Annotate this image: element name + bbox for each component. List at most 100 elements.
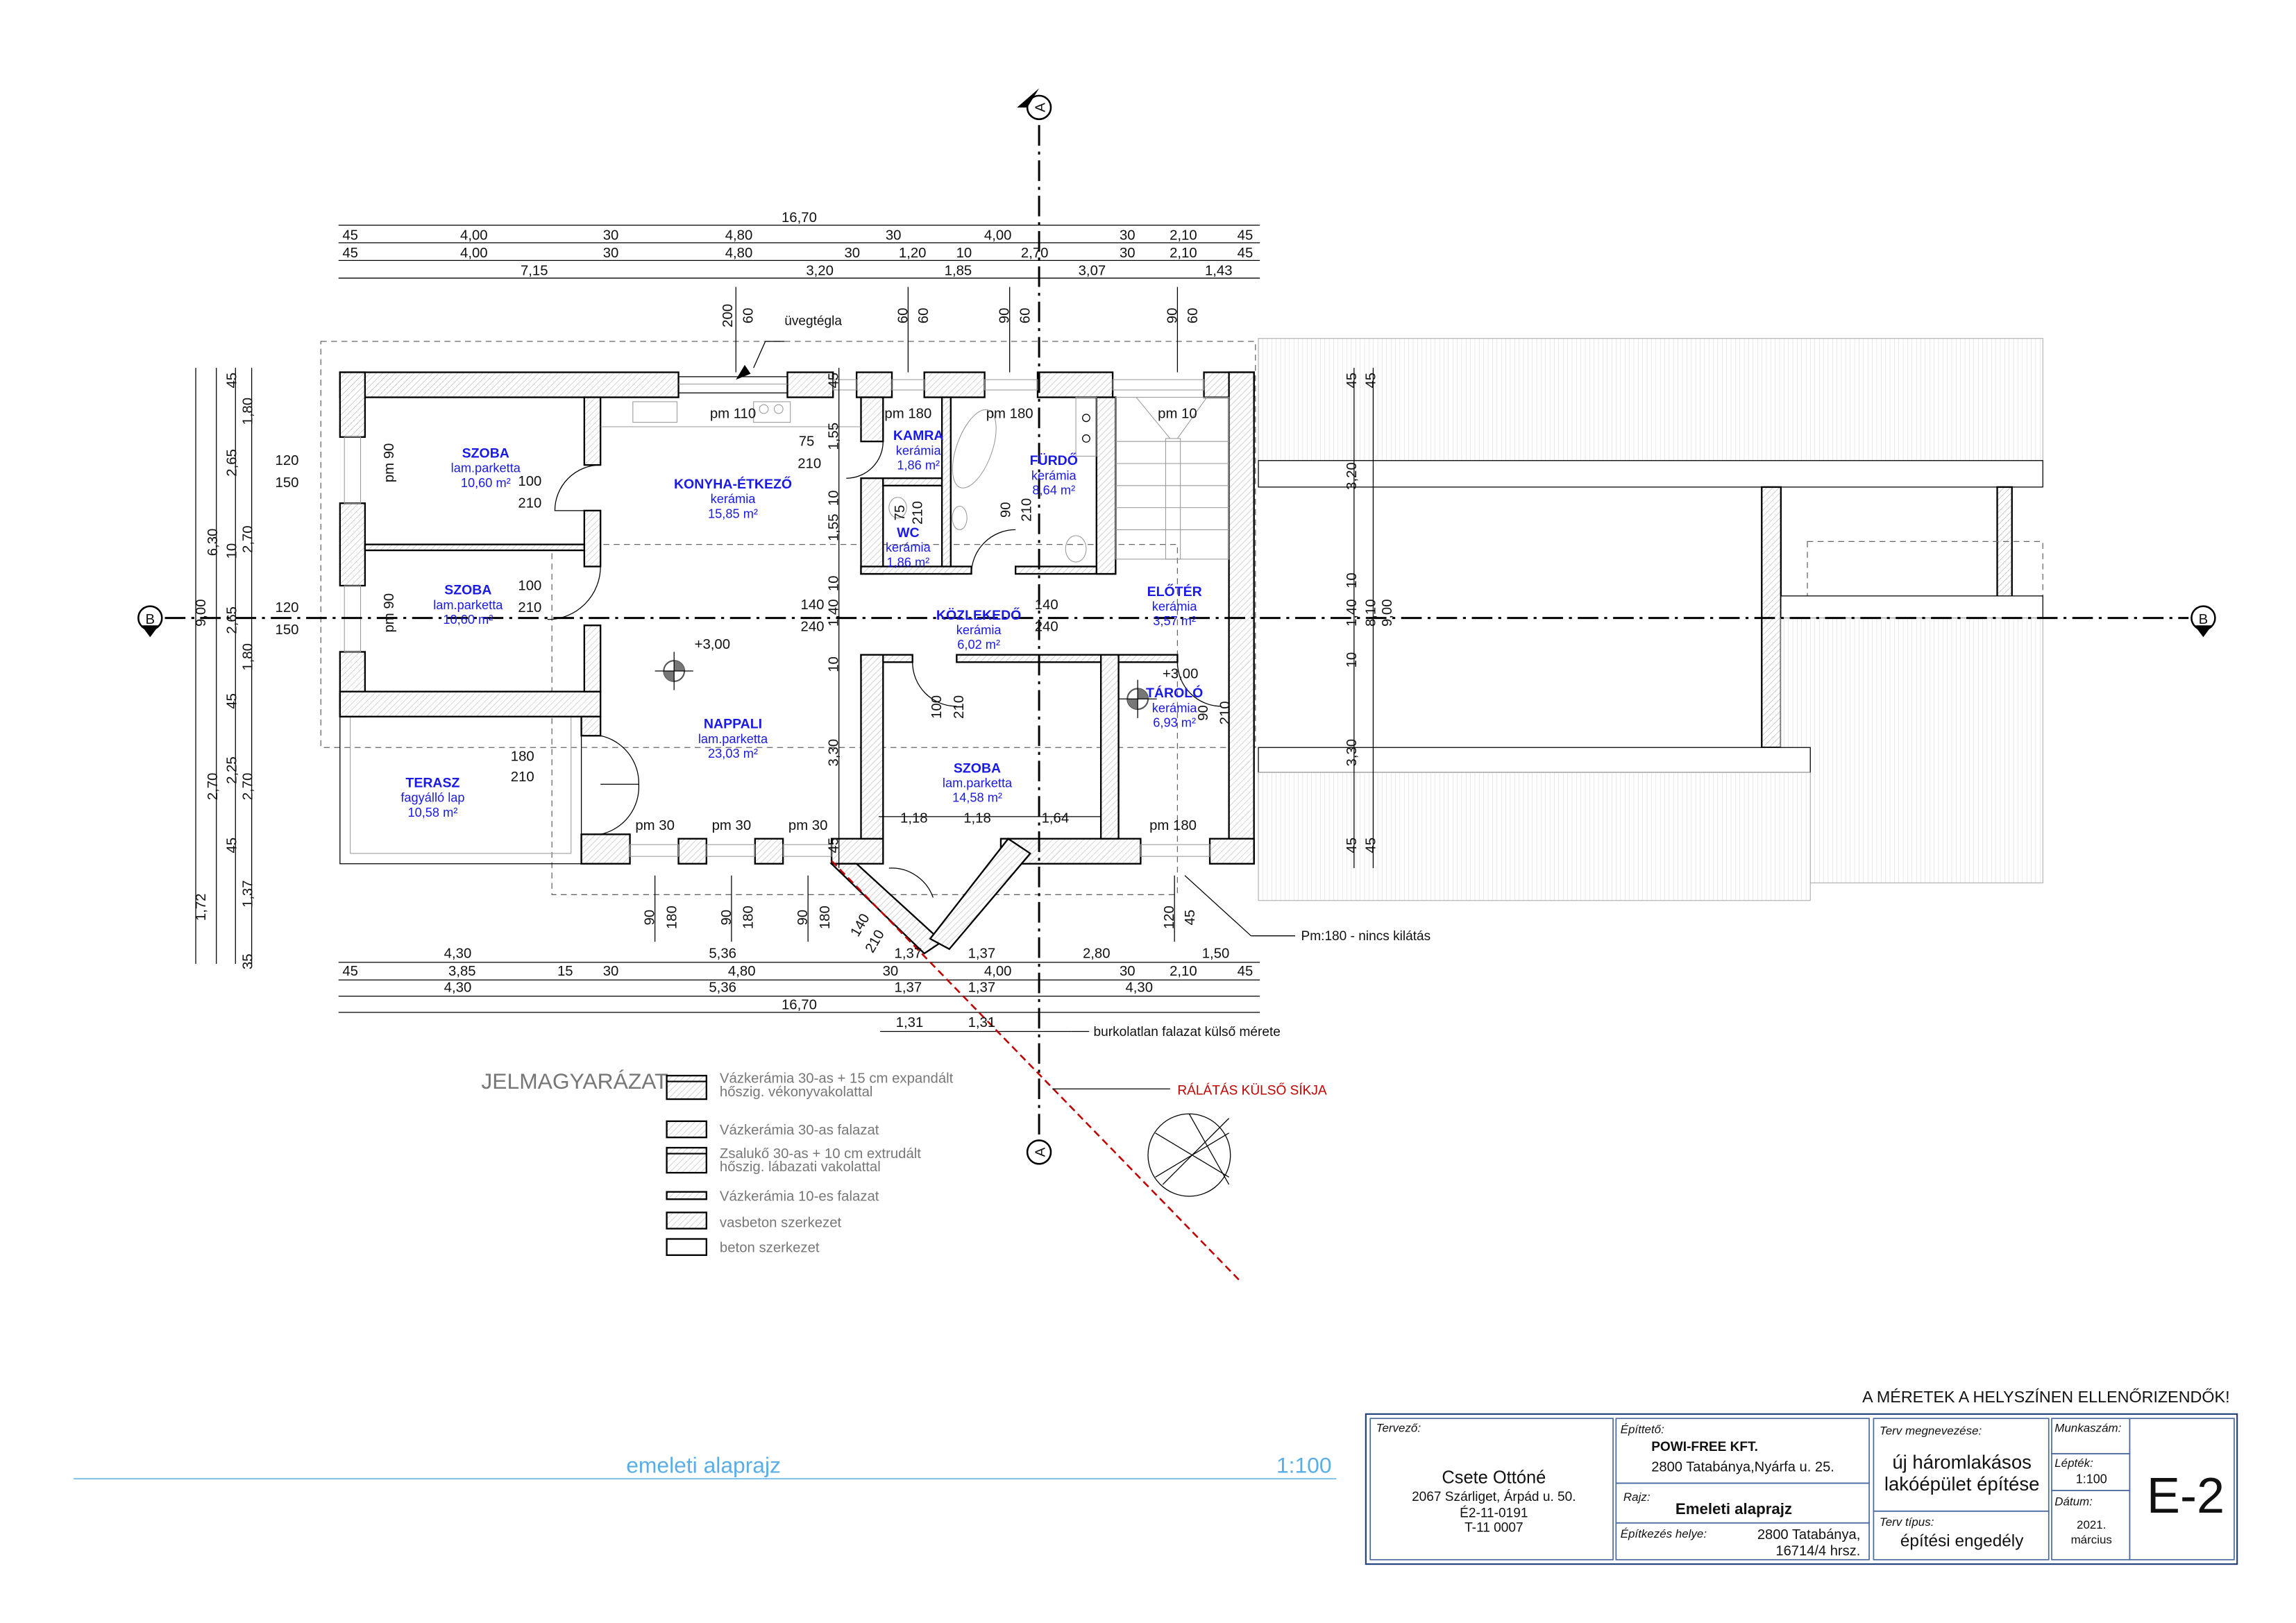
designer-reg1: É2-11-0191 (1460, 1506, 1528, 1520)
dimension-label: 45 (1238, 246, 1253, 261)
dimension-label: 10 (1344, 572, 1360, 588)
legend-swatch (666, 1191, 708, 1200)
section-plane-line (831, 860, 1240, 1281)
dimension-label: 30 (844, 246, 860, 261)
scale-label: Lépték: (2054, 1456, 2093, 1470)
opening-annotation: 210 (797, 456, 821, 471)
dimension-warning: A MÉRETEK A HELYSZÍNEN ELLENŐRIZENDŐK! (1862, 1388, 2229, 1406)
opening-label: 150 (276, 622, 299, 638)
opening-annotation: 210 (518, 600, 541, 615)
dimension-label: 1,85 (945, 264, 972, 279)
room-area: 10,60 m² (443, 612, 493, 627)
opening-annotation: 100 (518, 474, 541, 489)
view-note: Pm:180 - nincs kilátás (1301, 929, 1431, 944)
client-name: POWI-FREE KFT. (1651, 1440, 1758, 1454)
dimension-label: 2,70 (241, 525, 256, 553)
legend-item: Vázkerámia 30-as + 15 cm expandált (720, 1071, 954, 1087)
dimension-label: 90 (1165, 308, 1180, 324)
legend-title: JELMAGYARÁZAT: (481, 1069, 671, 1094)
room-area: 14,58 m² (952, 790, 1002, 805)
dimension-label: 60 (741, 308, 757, 324)
axis-b-marker-right: B (2191, 605, 2216, 638)
opening-annotation: 210 (1218, 701, 1233, 724)
opening-annotation: 210 (518, 496, 541, 511)
opening-label: 90 (643, 910, 658, 926)
dimension-label: 1,20 (899, 246, 927, 261)
dimension-label: 60 (1185, 308, 1201, 324)
type-label: Terv típus: (1880, 1515, 1934, 1529)
dimension-label: 4,80 (728, 964, 756, 979)
dimension-label: 7,15 (521, 264, 548, 279)
opening-annotation: 140 (801, 597, 825, 613)
dimension-label: 60 (895, 308, 911, 324)
dimension-label: 35 (241, 953, 256, 969)
dimension-label: 45 (224, 693, 239, 709)
dimension-label: 1,80 (241, 643, 256, 671)
dimension-label: 9,00 (194, 599, 209, 627)
dimension-label: 1,31 (968, 1015, 996, 1030)
opening-label: 120 (1162, 906, 1177, 929)
room-name: SZOBA (462, 446, 509, 461)
opening-annotation: 210 (1019, 498, 1034, 522)
dimension-label: 90 (997, 308, 1013, 324)
walls (339, 371, 1255, 955)
dimension-label: 30 (603, 228, 619, 244)
dimension-label: 2,70 (241, 773, 256, 801)
dimension-label: 30 (603, 246, 619, 261)
dimension-label: 30 (603, 964, 619, 979)
room-name: WC (897, 525, 920, 541)
dimension-label: 2,10 (1170, 228, 1197, 244)
room-area: 3,57 m² (1153, 613, 1196, 628)
dimension-label: 4,80 (725, 246, 753, 261)
room-floor: kerámia (1152, 700, 1198, 715)
room-name: ELŐTÉR (1147, 584, 1202, 600)
opening-label: 210 (863, 928, 888, 955)
level-label: +3,00 (695, 637, 730, 652)
dimension-label: 10 (1344, 652, 1360, 668)
scale-value: 1:100 (2076, 1472, 2107, 1486)
dimension-label: 45 (342, 228, 358, 244)
room-area: 10,58 m² (407, 805, 457, 819)
project-label: Terv megnevezése: (1880, 1425, 1982, 1438)
legend-item: beton szerkezet (720, 1241, 820, 1256)
fixtures (600, 397, 1230, 563)
legend-swatch (666, 1212, 708, 1230)
upper-outline (320, 341, 1256, 748)
dimension-label: 2,80 (1083, 946, 1111, 961)
dimension-label: 4,80 (725, 228, 753, 244)
north-arrow-icon (1147, 1113, 1231, 1197)
room-floor: kerámia (886, 540, 931, 554)
dimension-label: 4,00 (984, 228, 1012, 244)
dimension-label: 4,30 (444, 946, 472, 961)
dimension-label: 45 (224, 373, 239, 389)
room-area: 15,85 m² (708, 506, 758, 520)
opening-annotation: 140 (1035, 597, 1058, 613)
staircase (1115, 397, 1230, 560)
opening-annotation: 210 (911, 501, 926, 525)
opening-annotation: 100 (518, 578, 541, 593)
svg-text:A: A (1033, 103, 1049, 112)
dimension-label: 10 (827, 491, 842, 507)
dimension-label: 10 (224, 543, 239, 559)
dimension-label: 30 (1120, 964, 1136, 979)
section-plane-label: RÁLÁTÁS KÜLSŐ SÍKJA (1177, 1083, 1327, 1098)
dimension-label: 10 (827, 656, 842, 672)
legend-item: hőszig. lábazati vakolattal (720, 1159, 881, 1175)
room-area: 6,93 m² (1153, 715, 1196, 730)
opening-annotation: pm 110 (710, 406, 756, 421)
room-floor: kerámia (1152, 599, 1198, 613)
room-area: 23,03 m² (708, 746, 758, 760)
dimension-label: 2,70 (205, 773, 221, 801)
dimension-label: 3,07 (1079, 264, 1106, 279)
dimension-label: 2,10 (1170, 246, 1197, 261)
room-name: FÜRDŐ (1030, 452, 1078, 468)
room-name: KÖZLEKEDŐ (936, 607, 1021, 623)
dimension-label: 30 (1120, 228, 1136, 244)
room-floor: lam.parketta (433, 597, 503, 612)
opening-annotation: 75 (893, 505, 908, 521)
dimension-label: 45 (1238, 964, 1253, 979)
dimension-label: 1,64 (1042, 810, 1070, 826)
dimension-label: 10 (956, 246, 972, 261)
room-area: 1,86 m² (897, 457, 940, 472)
dimension-label: 2,10 (1170, 964, 1197, 979)
